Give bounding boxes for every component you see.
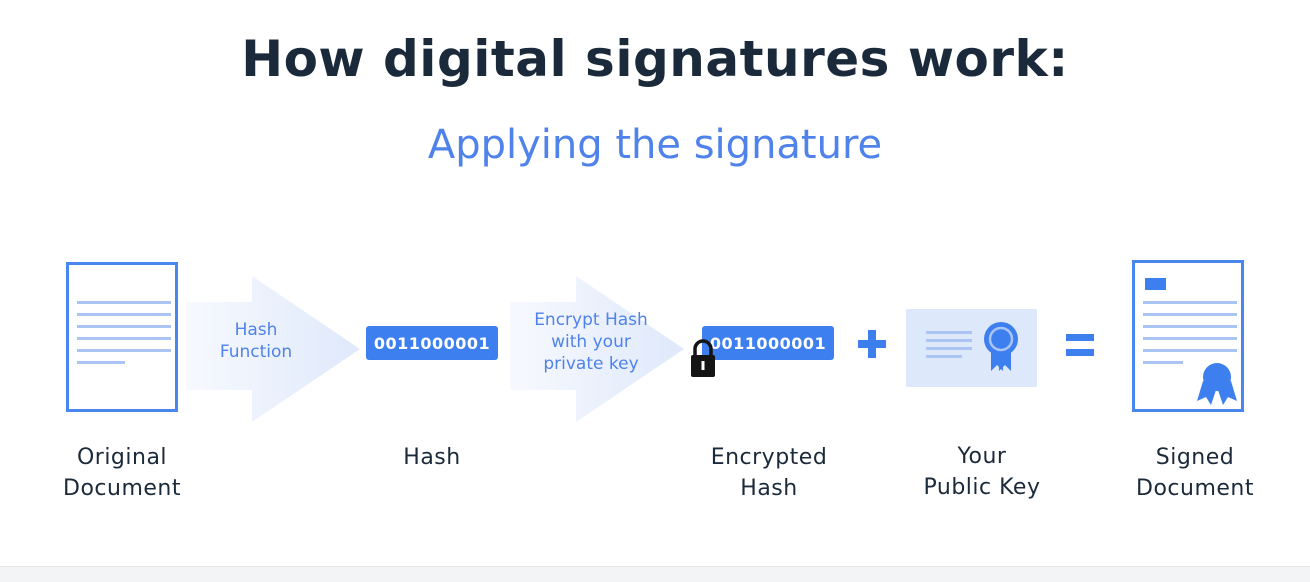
encrypt-text-line3: private key: [543, 354, 639, 374]
encrypted-hash-label-line2: Hash: [740, 476, 798, 501]
original-document-label-line2: Document: [63, 476, 181, 501]
seal-icon: [1197, 363, 1237, 405]
hash-function-text-line1: Hash: [234, 320, 278, 340]
hash-function-text-line2: Function: [219, 342, 293, 362]
encrypted-hash-label-line1: Encrypted: [710, 445, 828, 470]
hash-function-arrow: [186, 276, 360, 422]
encrypt-arrow: [510, 276, 684, 422]
original-document-icon: [66, 262, 178, 412]
hash-label: Hash: [403, 445, 461, 470]
signed-document-icon: [1132, 260, 1244, 412]
lock-icon: [691, 339, 715, 377]
public-key-label-line2: Public Key: [923, 475, 1041, 500]
hash-value-box: 0011000001: [366, 326, 498, 360]
signed-document-label-line1: Signed: [1155, 445, 1235, 470]
public-key-label-line1: Your: [957, 444, 1007, 469]
encrypt-text-line2: with your: [551, 332, 631, 352]
equals-icon: [1066, 334, 1094, 356]
encrypted-hash-value-box: 0011000001: [702, 326, 834, 360]
signed-document-label-line2: Document: [1136, 476, 1254, 501]
public-key-certificate-icon: [906, 309, 1037, 387]
encrypt-text-line1: Encrypt Hash: [534, 310, 648, 330]
plus-icon: [858, 330, 886, 358]
diagram-title: How digital signatures work:: [241, 30, 1069, 88]
diagram-card: How digital signatures work: Applying th…: [0, 0, 1310, 567]
original-document-label-line1: Original: [76, 445, 168, 470]
diagram-subtitle: Applying the signature: [427, 122, 883, 168]
